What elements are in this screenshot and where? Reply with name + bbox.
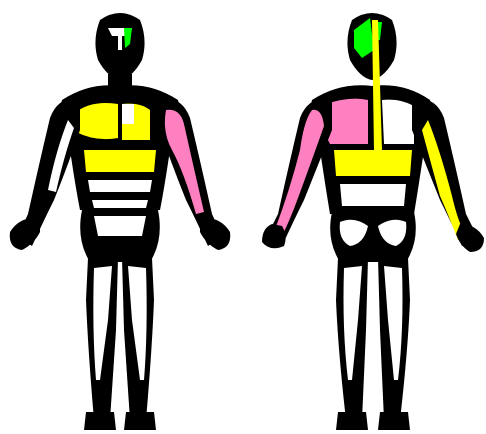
front-abdomen-white-2: [92, 200, 148, 208]
front-foot-left: [84, 412, 116, 430]
front-view: [10, 13, 231, 430]
back-hand-right: [456, 224, 484, 252]
front-chest-left: [76, 103, 118, 139]
front-pelvis-white: [94, 216, 146, 236]
back-lower-white: [340, 184, 406, 206]
front-hand-left: [10, 218, 40, 250]
front-chest-white: [122, 104, 134, 124]
front-foot-right: [124, 412, 156, 430]
back-mid-yellow: [334, 150, 412, 176]
back-hand-left: [262, 224, 286, 248]
front-abdomen-yellow: [84, 150, 156, 172]
front-abdomen-white-1: [88, 180, 152, 192]
back-view: [262, 13, 484, 430]
back-foot-left: [336, 412, 368, 430]
back-upper-right-white: [382, 100, 414, 144]
back-foot-right: [378, 412, 410, 430]
front-hand-right: [200, 218, 230, 250]
